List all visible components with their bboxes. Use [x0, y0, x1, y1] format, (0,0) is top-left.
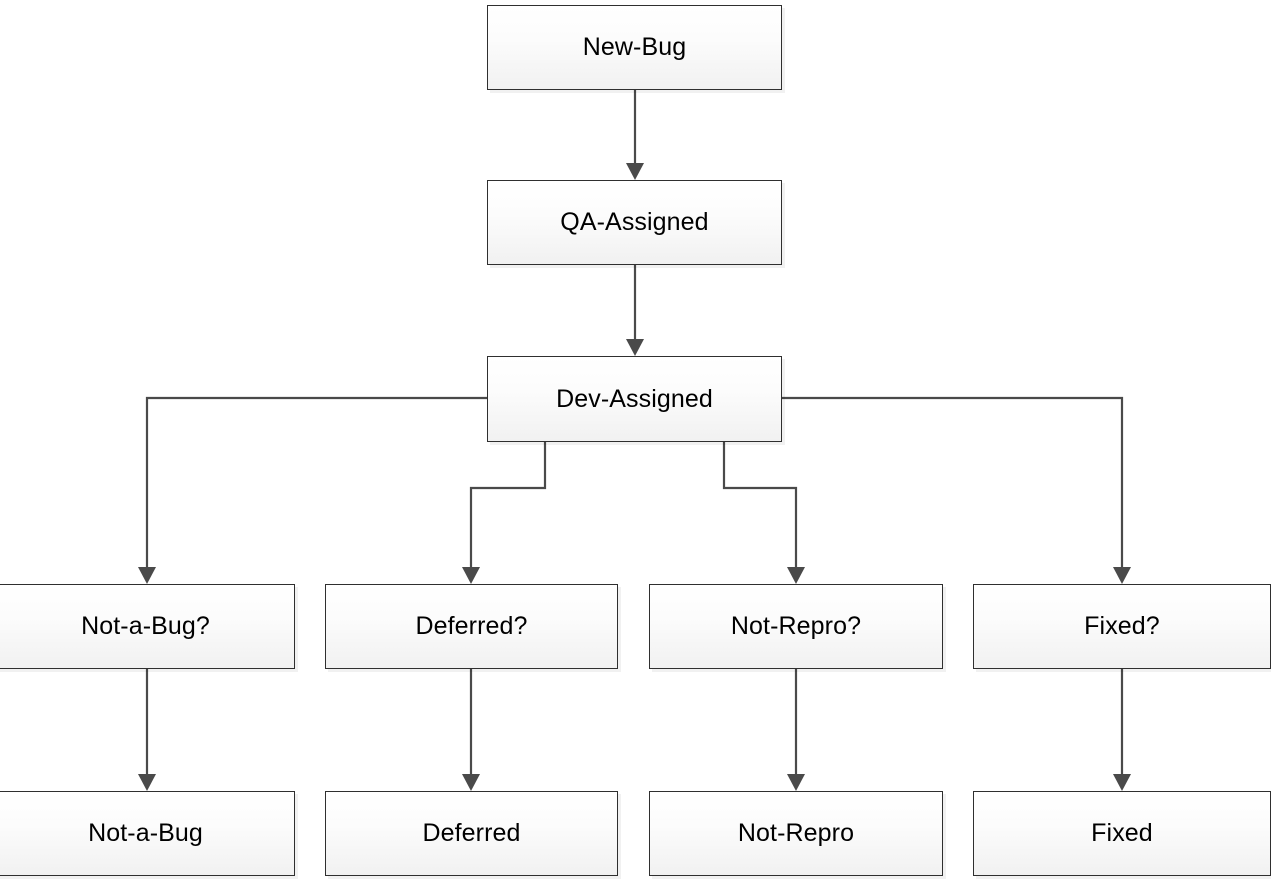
- arrowhead-e-dev-notabug: [138, 567, 156, 584]
- node-not-repro-q[interactable]: Not-Repro?: [649, 584, 943, 669]
- node-fixed-q[interactable]: Fixed?: [973, 584, 1271, 669]
- node-label: Deferred: [422, 819, 521, 847]
- arrowhead-e-fixedq-fixed: [1113, 774, 1131, 791]
- node-label: Not-Repro?: [730, 612, 862, 640]
- edge-e-dev-notrepro: [722, 442, 798, 576]
- node-label: QA-Assigned: [560, 208, 709, 236]
- node-label: Deferred?: [415, 612, 528, 640]
- arrowhead-e-dev-fixed: [1113, 567, 1131, 584]
- node-label: Not-a-Bug?: [81, 612, 210, 640]
- arrowhead-e-dev-deferred: [462, 567, 480, 584]
- node-label: Not-a-Bug: [88, 819, 203, 847]
- arrowhead-e-qa-dev: [626, 339, 644, 356]
- node-label: Dev-Assigned: [556, 384, 713, 413]
- node-label: New-Bug: [582, 33, 687, 61]
- node-deferred-q[interactable]: Deferred?: [325, 584, 618, 669]
- node-deferred[interactable]: Deferred: [325, 791, 618, 876]
- node-not-a-bug-q[interactable]: Not-a-Bug?: [0, 584, 295, 669]
- node-label: Fixed?: [1084, 612, 1160, 640]
- node-new-bug[interactable]: New-Bug: [487, 5, 782, 90]
- edge-e-dev-fixed: [782, 396, 1124, 576]
- arrowhead-e-notabugq-notabug: [138, 774, 156, 791]
- node-not-repro[interactable]: Not-Repro: [649, 791, 943, 876]
- node-fixed[interactable]: Fixed: [973, 791, 1271, 876]
- node-qa-assigned[interactable]: QA-Assigned: [487, 180, 782, 265]
- arrowhead-e-notreproq-nr: [787, 774, 805, 791]
- arrowhead-e-deferredq-def: [462, 774, 480, 791]
- node-dev-assigned[interactable]: Dev-Assigned: [487, 356, 782, 442]
- node-label: Fixed: [1091, 819, 1153, 847]
- edge-e-dev-notabug: [145, 396, 487, 576]
- node-label: Not-Repro: [737, 819, 855, 847]
- edge-e-dev-deferred: [469, 442, 547, 576]
- node-not-a-bug[interactable]: Not-a-Bug: [0, 791, 295, 876]
- arrowhead-e-newbug-qa: [626, 163, 644, 180]
- arrowhead-e-dev-notrepro: [787, 567, 805, 584]
